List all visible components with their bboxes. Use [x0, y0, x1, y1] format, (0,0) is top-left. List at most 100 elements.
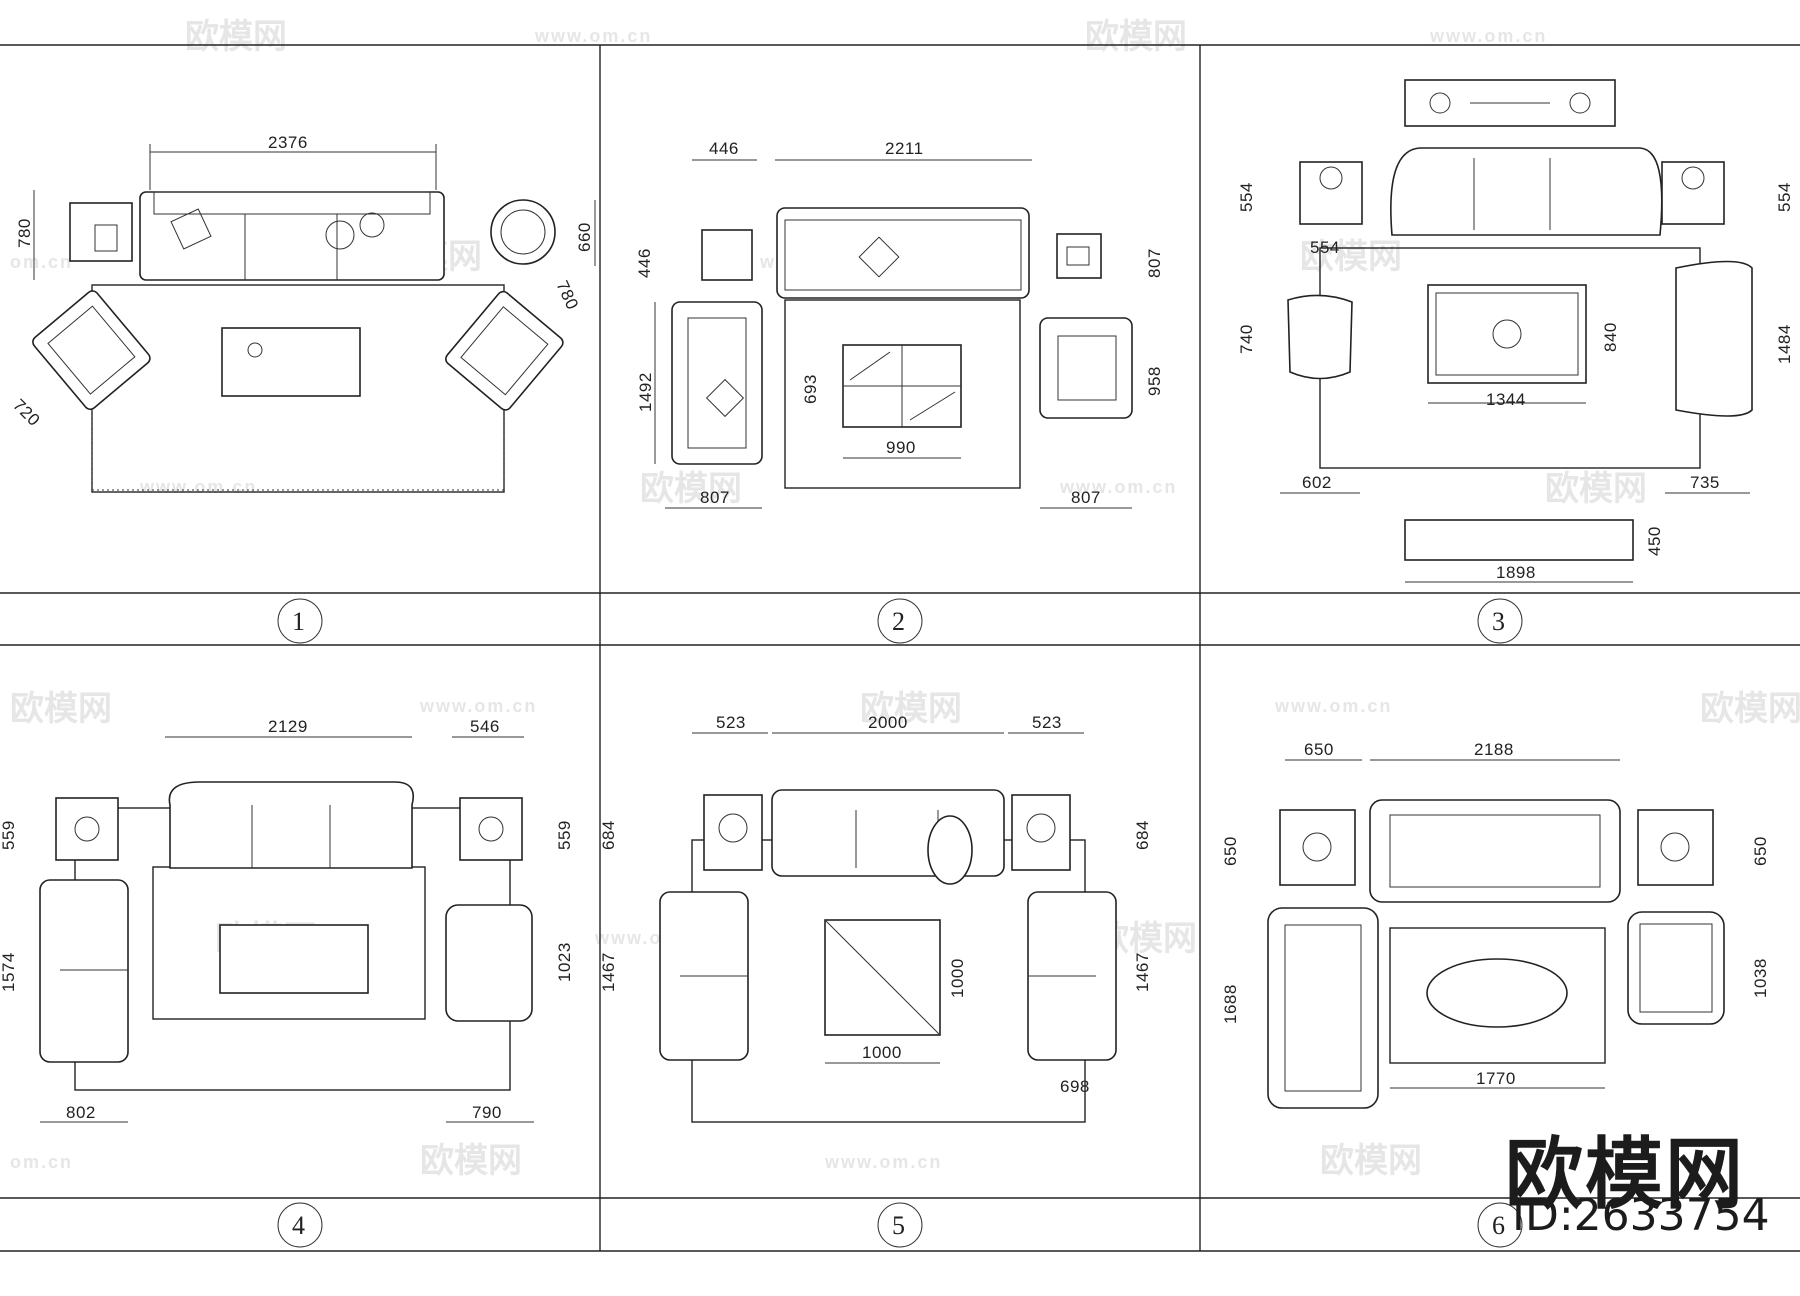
dimension-label: 1492 — [636, 372, 655, 412]
side-table-left — [701, 229, 753, 281]
dimension-label: 698 — [1060, 1077, 1090, 1096]
dimension-label: 650 — [1304, 740, 1334, 759]
dimension-label: 546 — [470, 717, 500, 736]
dimension-label: 840 — [1601, 322, 1620, 352]
watermark-url: www.om.cn — [1429, 26, 1547, 46]
plan-number-badge — [1477, 598, 1523, 644]
dimension-label: 1023 — [555, 942, 574, 982]
round-side-table — [490, 199, 556, 265]
armchair-right — [1627, 911, 1725, 1025]
dimension-label: 2000 — [868, 713, 908, 732]
dimension-label: 554 — [1775, 182, 1794, 212]
armchair-right — [445, 290, 564, 411]
watermark-text: 欧模网 — [1300, 238, 1402, 276]
dimension-label: 807 — [1071, 488, 1101, 507]
brand-watermark-id: ID:2633754 — [1512, 1190, 1770, 1241]
loveseat-left — [39, 879, 129, 1063]
dimension-label: 1467 — [1133, 952, 1152, 992]
plan-number: 3 — [1492, 607, 1505, 636]
side-table-right — [1661, 161, 1725, 225]
dimension-label: 559 — [555, 820, 574, 850]
coffee-table — [1427, 284, 1587, 384]
dimension-label: 807 — [1145, 248, 1164, 278]
watermark-text: 欧模网 — [420, 1142, 522, 1180]
dimension-label: 807 — [700, 488, 730, 507]
coffee-table — [219, 924, 369, 994]
watermark-text: 欧模网 — [640, 470, 742, 508]
side-table-left — [703, 794, 763, 871]
dimension-label: 559 — [0, 820, 18, 850]
plan-number: 2 — [892, 607, 905, 636]
dimension-label: 684 — [599, 820, 618, 850]
dimension-label: 1688 — [1221, 984, 1240, 1024]
grid-frame — [0, 44, 1800, 1252]
dimension-label: 2211 — [885, 139, 924, 158]
dimension-label: 446 — [709, 139, 739, 158]
plan-number: 6 — [1492, 1211, 1505, 1240]
watermark-text: 欧模网 — [1320, 1142, 1422, 1180]
coffee-table — [1426, 958, 1568, 1028]
watermark-url: om.cn — [10, 252, 73, 272]
watermark-text: 欧模网 — [1545, 470, 1647, 508]
dimension-label: 684 — [1133, 820, 1152, 850]
dimension-label: 790 — [472, 1103, 502, 1122]
dimension-label: 1574 — [0, 952, 18, 992]
watermark-url: www.om.cn — [534, 26, 652, 46]
dimension-label: 554 — [1310, 238, 1340, 257]
watermark-text: 欧模网 — [1085, 18, 1187, 56]
watermark-url: www.om.cn — [139, 477, 257, 497]
armchair-left — [1287, 294, 1353, 380]
dimension-label: 660 — [575, 222, 594, 252]
layout-plan-2: 446 2211 446 807 1492 693 958 990 807 80… — [635, 139, 1164, 644]
plan-number-badge — [877, 1202, 923, 1248]
side-table-left — [55, 797, 119, 861]
three-seat-sofa — [168, 781, 414, 869]
dimension-label: 446 — [635, 248, 654, 278]
dimension-label: 554 — [1237, 182, 1256, 212]
watermark-text: 欧模网 — [1700, 690, 1800, 728]
loveseat-left — [1267, 907, 1379, 1109]
dimension-label: 802 — [66, 1103, 96, 1122]
dimension-label: 1467 — [599, 952, 618, 992]
three-seat-sofa — [139, 191, 445, 281]
plan-number-badge — [1477, 1202, 1523, 1248]
plan-number-badge — [877, 598, 923, 644]
side-table-right — [1637, 809, 1714, 886]
watermark-text: 欧模网 — [860, 690, 962, 728]
watermark-url: www.om.cn — [1274, 696, 1392, 716]
dimension-label: 2188 — [1474, 740, 1514, 759]
dimension-label: 693 — [801, 374, 820, 404]
dimension-label: 1000 — [948, 958, 967, 998]
coffee-table — [221, 327, 361, 397]
dimension-label: 650 — [1221, 836, 1240, 866]
plan-number: 1 — [292, 607, 305, 636]
dimension-label: 602 — [1302, 473, 1332, 492]
armchair-right — [445, 904, 533, 1022]
dimension-label: 1344 — [1486, 390, 1526, 409]
layout-plan-6: 650 2188 650 650 1688 1038 1770 6 — [1221, 740, 1770, 1248]
watermark-url: www.om.cn — [824, 1152, 942, 1172]
person-figure — [927, 815, 973, 885]
dimension-label: 1898 — [1496, 563, 1536, 582]
three-seat-sofa — [1390, 147, 1663, 236]
layout-plan-1: 2376 780 660 780 720 1 — [9, 133, 596, 644]
watermark-text: 欧模网 — [185, 18, 287, 56]
coffee-table — [842, 344, 962, 428]
telephone-icon — [1066, 246, 1090, 266]
loveseat-right — [1675, 260, 1753, 417]
three-seat-sofa — [776, 207, 1030, 299]
side-table-right — [459, 797, 523, 861]
dimension-label: 958 — [1145, 366, 1164, 396]
armchair-right — [1039, 317, 1133, 419]
dimension-label: 780 — [552, 278, 582, 313]
brand-watermark-title: 欧模网 — [1505, 1130, 1746, 1220]
dimension-label: 450 — [1645, 526, 1664, 556]
watermark-url: www.om.cn — [419, 696, 537, 716]
plan-number-badge — [277, 1202, 323, 1248]
dimension-label: 1484 — [1775, 324, 1794, 364]
dimension-label: 735 — [1690, 473, 1720, 492]
dimension-label: 1000 — [862, 1043, 902, 1062]
layout-plan-3: 554 554 554 740 840 1484 1344 602 735 45… — [1237, 79, 1794, 644]
armchair-left — [32, 290, 151, 411]
